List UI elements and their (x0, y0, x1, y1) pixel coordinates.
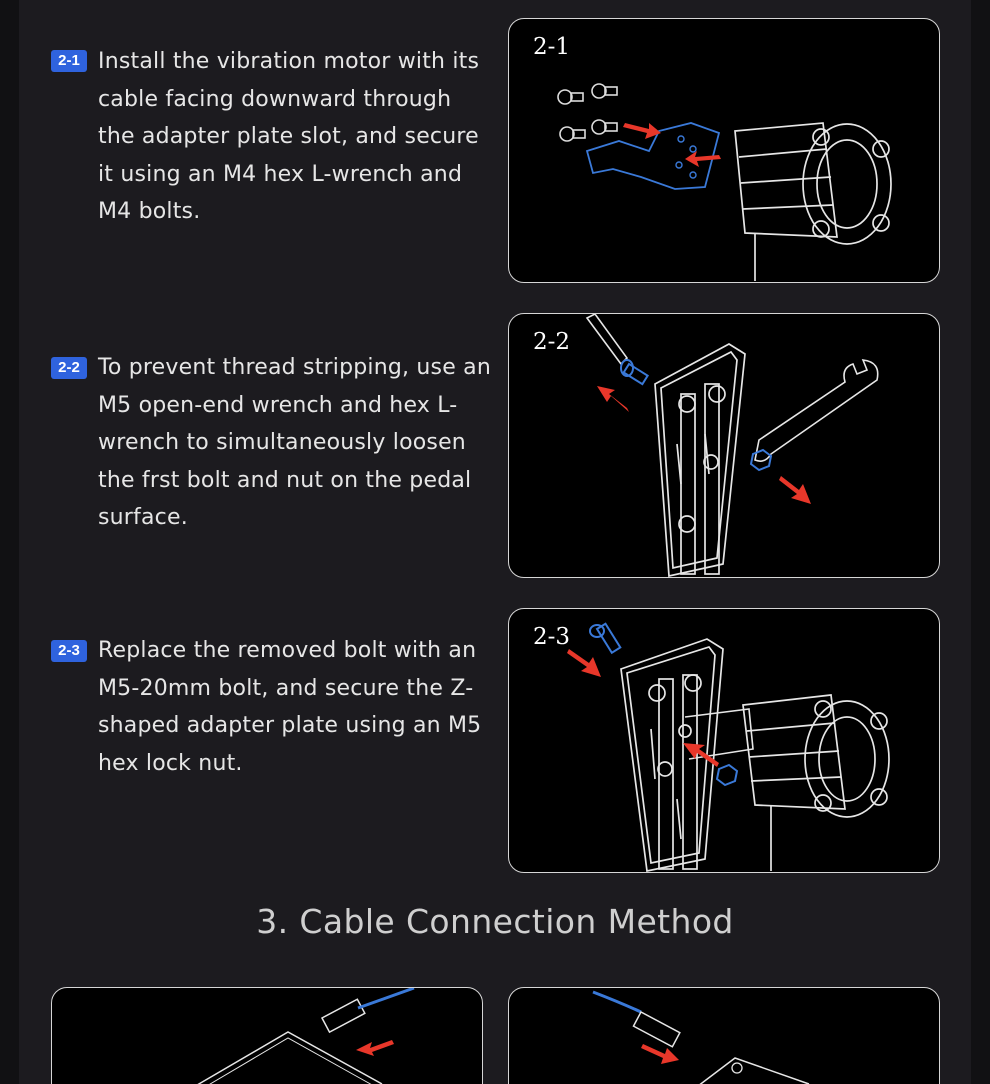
cable-card-left (51, 987, 483, 1084)
pedal-plate-shape (654, 343, 746, 577)
red-arrow-icon (623, 123, 721, 167)
cable-connector-shape (592, 990, 681, 1048)
step-badge-2-3: 2-3 (51, 640, 87, 662)
step-badge-2-1: 2-1 (51, 50, 87, 72)
vibration-motor-shape (742, 694, 890, 871)
section-title: 3. Cable Connection Method (256, 902, 734, 941)
bolt-icon (557, 83, 618, 142)
bolt-loosen-illustration (585, 314, 879, 577)
cable-connection-illustration-right (592, 990, 810, 1084)
red-arrow-icon (641, 1044, 679, 1064)
pedal-plate-shape (620, 638, 724, 872)
step-badge-2-2: 2-2 (51, 357, 87, 379)
adapter-plate-shape (585, 122, 721, 190)
image-label-2-1: 2-1 (533, 34, 571, 60)
cable-card-right (508, 987, 940, 1084)
hex-wrench-icon (585, 314, 629, 366)
hex-nut-icon (749, 448, 773, 472)
z-adapter-plate-shape (684, 708, 754, 760)
vibration-motor-shape (734, 122, 892, 281)
red-arrow-icon (356, 1040, 394, 1056)
step-text-2-1: Install the vibration motor with its cab… (98, 49, 480, 224)
red-arrow-icon (597, 386, 811, 504)
open-end-wrench-icon (754, 359, 879, 462)
motor-install-illustration (557, 83, 892, 281)
bolt-icon (620, 359, 650, 386)
cable-connection-illustration-left (197, 988, 415, 1084)
hex-nut-icon (715, 763, 739, 787)
illustration-card-2-3: 2-3 (508, 608, 940, 873)
image-label-2-2: 2-2 (533, 329, 571, 355)
illustration-card-2-2: 2-2 (508, 313, 940, 578)
bolt-icon (589, 622, 622, 655)
illustration-card-2-1: 2-1 (508, 18, 940, 283)
step-text-2-3: Replace the removed bolt with an M5-20mm… (98, 638, 482, 776)
red-arrow-icon (567, 649, 719, 767)
image-label-2-3: 2-3 (533, 624, 571, 650)
cable-connector-shape (320, 988, 415, 1034)
adapter-secure-illustration (567, 622, 890, 872)
step-text-2-2: To prevent thread stripping, use an M5 o… (98, 355, 491, 530)
